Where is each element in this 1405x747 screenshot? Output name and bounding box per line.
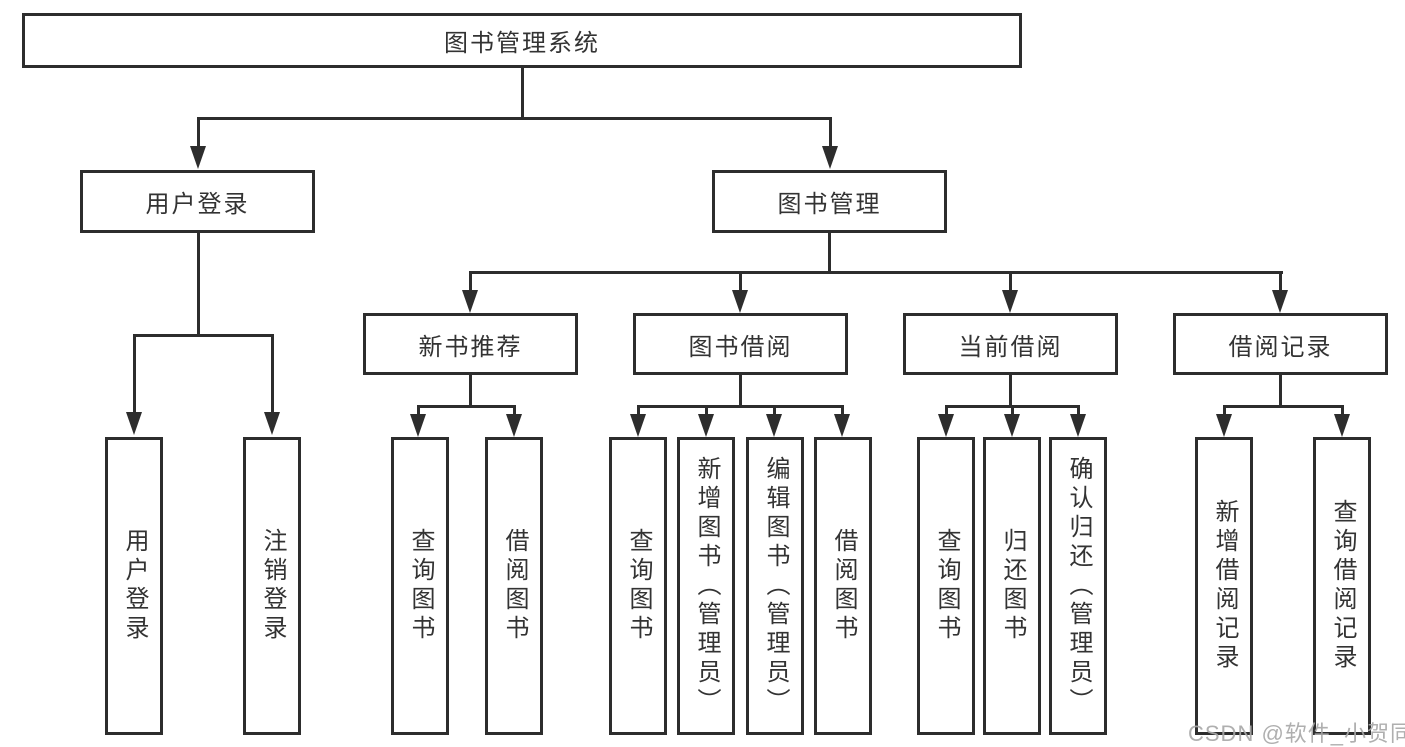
- connector-line: [1076, 405, 1080, 416]
- arrow-down-icon: [1272, 290, 1288, 313]
- leaf-borrowing-borrow-book: 借阅图书: [814, 437, 872, 735]
- node-current-borrowing: 当前借阅: [903, 313, 1118, 375]
- leaf-current-query-book: 查询图书: [917, 437, 975, 735]
- connector-line: [1222, 405, 1226, 416]
- node-current-borrowing-label: 当前借阅: [958, 333, 1063, 361]
- connector-line: [1278, 375, 1282, 408]
- leaf-query-borrow-record: 查询借阅记录: [1313, 437, 1371, 735]
- node-book-management-label: 图书管理: [777, 191, 882, 218]
- connector-line: [1340, 405, 1344, 416]
- leaf-confirm-return-admin: 确认归还（管理员）: [1049, 437, 1107, 735]
- connector-line: [468, 375, 472, 408]
- connector-line: [828, 233, 831, 274]
- arrow-down-icon: [1004, 414, 1020, 437]
- connector-line: [520, 68, 524, 118]
- leaf-add-book-admin: 新增图书（管理员）: [677, 437, 735, 735]
- arrow-down-icon: [698, 414, 714, 437]
- connector-line: [196, 117, 832, 120]
- arrow-down-icon: [462, 290, 478, 313]
- arrow-down-icon: [766, 414, 782, 437]
- arrow-down-icon: [822, 146, 838, 169]
- leaf-confirm-return-admin-label: 确认归还（管理员）: [1065, 455, 1092, 717]
- connector-line: [416, 405, 516, 408]
- leaf-return-book-label: 归还图书: [999, 528, 1026, 644]
- connector-line: [270, 334, 274, 414]
- leaf-edit-book-admin-label: 编辑图书（管理员）: [762, 455, 789, 717]
- node-book-borrowing-label: 图书借阅: [688, 333, 793, 361]
- arrow-down-icon: [506, 414, 522, 437]
- connector-line: [468, 271, 1283, 274]
- arrow-down-icon: [1216, 414, 1232, 437]
- leaf-recommend-borrow-book-label: 借阅图书: [501, 528, 528, 644]
- connector-line: [636, 405, 843, 408]
- connector-line: [944, 405, 948, 416]
- leaf-current-query-book-label: 查询图书: [933, 528, 960, 644]
- arrow-down-icon: [264, 412, 280, 435]
- node-borrowing-records-label: 借阅记录: [1228, 333, 1333, 361]
- node-new-book-recommend: 新书推荐: [363, 313, 578, 375]
- arrow-down-icon: [1002, 290, 1018, 313]
- connector-line: [738, 375, 742, 408]
- leaf-user-login-label: 用户登录: [121, 528, 148, 644]
- arrow-down-icon: [938, 414, 954, 437]
- connector-line: [828, 117, 832, 148]
- leaf-recommend-borrow-book: 借阅图书: [485, 437, 543, 735]
- connector-line: [1008, 271, 1012, 292]
- leaf-borrowing-borrow-book-label: 借阅图书: [830, 528, 857, 644]
- csdn-watermark: CSDN @软件_小贺同学: [1188, 721, 1405, 746]
- leaf-add-borrow-record-label: 新增借阅记录: [1211, 499, 1238, 673]
- node-borrowing-records: 借阅记录: [1173, 313, 1388, 375]
- arrow-down-icon: [1334, 414, 1350, 437]
- connector-line: [416, 405, 420, 416]
- arrow-down-icon: [834, 414, 850, 437]
- node-user-login-label: 用户登录: [145, 191, 250, 218]
- connector-line: [1222, 405, 1343, 408]
- connector-line: [196, 117, 200, 148]
- connector-line: [512, 405, 516, 416]
- leaf-query-borrow-record-label: 查询借阅记录: [1329, 499, 1356, 673]
- arrow-down-icon: [630, 414, 646, 437]
- leaf-add-borrow-record: 新增借阅记录: [1195, 437, 1253, 735]
- connector-line: [840, 405, 844, 416]
- arrow-down-icon: [1070, 414, 1086, 437]
- arrow-down-icon: [190, 146, 206, 169]
- connector-line: [772, 405, 776, 416]
- leaf-logout: 注销登录: [243, 437, 301, 735]
- node-library-system-label: 图书管理系统: [444, 30, 600, 57]
- node-new-book-recommend-label: 新书推荐: [418, 333, 523, 361]
- leaf-return-book: 归还图书: [983, 437, 1041, 735]
- connector-line: [1278, 271, 1282, 292]
- leaf-recommend-query-book-label: 查询图书: [407, 528, 434, 644]
- connector-line: [132, 334, 136, 414]
- connector-line: [636, 405, 640, 416]
- leaf-logout-label: 注销登录: [259, 528, 286, 644]
- arrow-down-icon: [410, 414, 426, 437]
- leaf-recommend-query-book: 查询图书: [391, 437, 449, 735]
- leaf-borrowing-query-book-label: 查询图书: [625, 528, 652, 644]
- connector-line: [196, 233, 200, 336]
- node-book-management: 图书管理: [712, 170, 947, 233]
- node-library-system: 图书管理系统: [22, 13, 1022, 68]
- arrow-down-icon: [732, 290, 748, 313]
- leaf-add-book-admin-label: 新增图书（管理员）: [693, 455, 720, 717]
- leaf-edit-book-admin: 编辑图书（管理员）: [746, 437, 804, 735]
- connector-line: [704, 405, 708, 416]
- connector-line: [738, 271, 742, 292]
- leaf-borrowing-query-book: 查询图书: [609, 437, 667, 735]
- connector-line: [1010, 405, 1014, 416]
- connector-line: [132, 334, 274, 337]
- arrow-down-icon: [126, 412, 142, 435]
- connector-line: [1008, 375, 1012, 408]
- leaf-user-login: 用户登录: [105, 437, 163, 735]
- connector-line: [468, 271, 472, 292]
- node-book-borrowing: 图书借阅: [633, 313, 848, 375]
- node-user-login: 用户登录: [80, 170, 315, 233]
